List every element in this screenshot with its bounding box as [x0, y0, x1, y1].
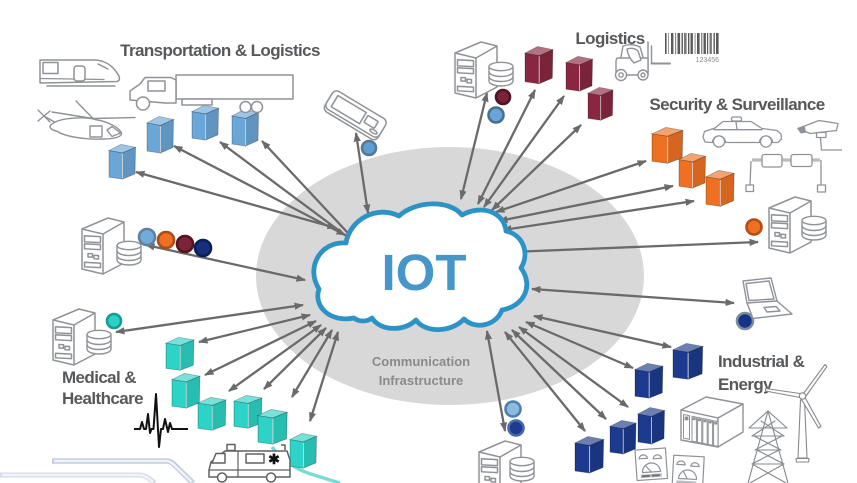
svg-text:IOT: IOT: [382, 244, 467, 301]
svg-text:Energy: Energy: [718, 375, 773, 394]
svg-text:Logistics: Logistics: [575, 29, 644, 48]
svg-text:Industrial &: Industrial &: [718, 352, 805, 371]
svg-text:Infrastructure: Infrastructure: [379, 373, 464, 388]
svg-text:123456: 123456: [696, 57, 719, 64]
svg-text:Security & Surveillance: Security & Surveillance: [649, 95, 824, 114]
svg-text:Transportation & Logistics: Transportation & Logistics: [120, 41, 320, 60]
svg-text:✱: ✱: [268, 451, 280, 467]
svg-text:Healthcare: Healthcare: [62, 389, 143, 408]
svg-text:Medical &: Medical &: [62, 368, 136, 387]
svg-text:Communication: Communication: [372, 354, 470, 369]
